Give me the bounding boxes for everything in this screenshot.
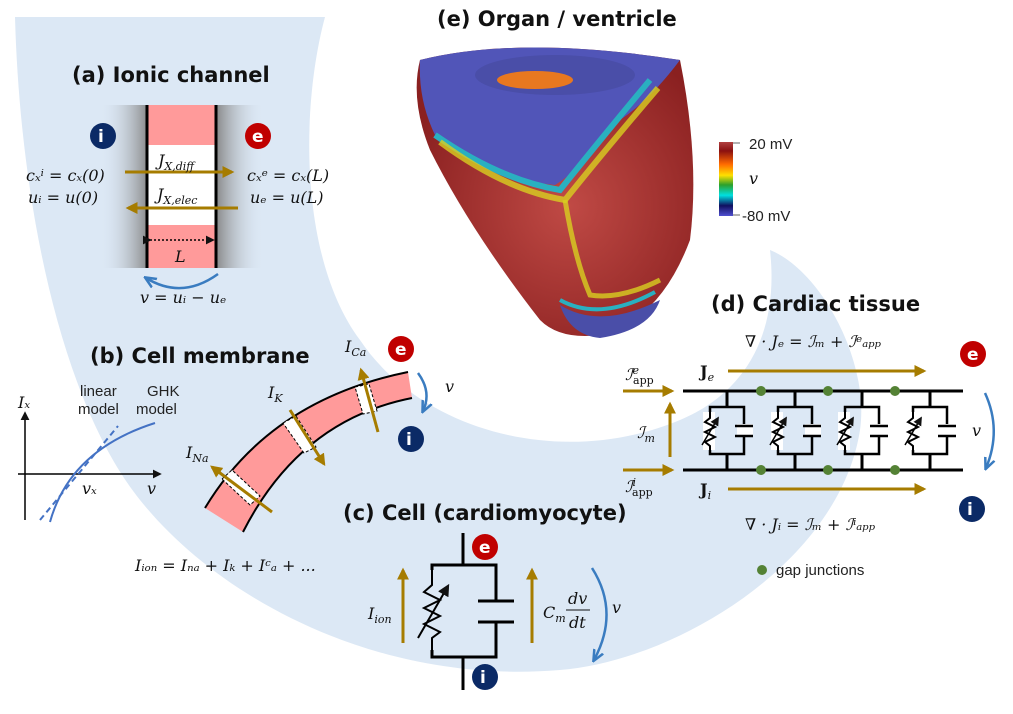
je-label: Je xyxy=(698,362,715,384)
panel-cell-membrane: (b) Cell membrane Iₓ v vₓ linear model G… xyxy=(17,336,454,575)
panel-cell: (c) Cell (cardiomyocyte) Iion Cm dv dt v… xyxy=(343,501,627,690)
gap-junctions xyxy=(756,386,900,475)
voltage-label: v xyxy=(612,598,621,617)
na-current-label: INa xyxy=(185,443,209,465)
intracellular-eq: ∇ · Jᵢ = ℐₘ + ℐⁱₐₚₚ xyxy=(745,515,876,534)
linear-model-label: linear xyxy=(80,383,117,400)
ji-label: Ji xyxy=(698,480,711,502)
reversal-potential-label: vₓ xyxy=(82,479,97,498)
ghk-model-curve xyxy=(49,422,156,523)
dv-label: dv xyxy=(568,589,587,608)
k-channel xyxy=(282,415,317,454)
j-diff-label: JX,diff xyxy=(155,151,196,173)
voltage-arrow xyxy=(590,567,608,660)
ca-current-arrow xyxy=(357,367,380,433)
extra-concentration-eq: cₓᵉ = cₓ(L) xyxy=(247,166,329,185)
gap-junction-dot xyxy=(890,465,900,475)
tissue-cell-unit xyxy=(836,391,888,470)
ghk-model-label-2: model xyxy=(136,401,177,418)
membrane-current-label: ℐm xyxy=(637,423,655,445)
voltage-arrow xyxy=(983,392,994,468)
linear-model-label-2: model xyxy=(78,401,119,418)
badge-label: i xyxy=(480,668,486,688)
k-current-arrow xyxy=(288,409,326,467)
length-label: L xyxy=(174,247,186,266)
capacitive-current-label: Cm xyxy=(543,603,566,625)
voltage-label: v xyxy=(972,421,981,440)
extra-potential-eq: uₑ = u(L) xyxy=(250,188,324,207)
gap-junction-dot xyxy=(823,465,833,475)
membrane-arc xyxy=(205,372,412,532)
voltage-eq: v = uᵢ − uₑ xyxy=(140,288,226,307)
extracellular-eq: ∇ · Jₑ = ℐₘ + ℐᵉₐₚₚ xyxy=(745,332,882,351)
intracellular-badge-label: i xyxy=(98,127,104,147)
gap-junction-legend-icon xyxy=(757,565,767,575)
voltage-label: v xyxy=(445,377,454,396)
tissue-cell-unit xyxy=(904,391,956,470)
na-current-arrow xyxy=(210,465,273,514)
ventricle-rendering xyxy=(416,47,694,338)
voltage-arrow xyxy=(416,372,427,411)
gap-junction-legend-label: gap junctions xyxy=(776,562,864,579)
intracellular-badge xyxy=(90,123,116,149)
colorbar-min-label: -80 mV xyxy=(742,208,790,225)
gap-junction-dot xyxy=(823,386,833,396)
colorbar-variable-label: v xyxy=(749,169,758,188)
channel-pore xyxy=(147,145,216,225)
gap-junction-dot xyxy=(756,465,766,475)
extracellular-badge xyxy=(388,336,414,362)
intracellular-badge xyxy=(398,426,424,452)
ghk-model-label: GHK xyxy=(147,383,180,400)
extracellular-badge xyxy=(245,123,271,149)
gap-junction-dot xyxy=(890,386,900,396)
intracellular-badge xyxy=(472,664,498,690)
j-elec-label: JX,elec xyxy=(154,185,197,207)
resistor-variable-arrow xyxy=(417,583,450,639)
badge-label: e xyxy=(479,538,491,558)
panel-b-title: (b) Cell membrane xyxy=(90,344,310,368)
dt-label: dt xyxy=(569,613,586,632)
extracellular-badge xyxy=(960,341,986,367)
tissue-cell-units xyxy=(701,391,956,470)
intra-potential-eq: uᵢ = u(0) xyxy=(28,188,98,207)
ca-current-label: ICa xyxy=(344,337,366,359)
panel-d-title: (d) Cardiac tissue xyxy=(711,292,920,316)
panel-ionic-channel: (a) Ionic channel L i e JX,diff JX,elec … xyxy=(26,63,329,307)
intra-concentration-eq: cₓⁱ = cₓ(0) xyxy=(26,166,105,185)
extracellular-badge-label: e xyxy=(252,127,264,147)
k-current-label: IK xyxy=(267,383,283,405)
voltage-colorbar xyxy=(719,142,733,216)
ion-current-label: Iion xyxy=(367,604,392,626)
linear-model-curve xyxy=(39,425,119,521)
tissue-cell-unit xyxy=(701,391,753,470)
colorbar-max-label: 20 mV xyxy=(749,136,792,153)
panel-a-title: (a) Ionic channel xyxy=(72,63,270,87)
extracellular-badge xyxy=(472,534,498,560)
badge-label: e xyxy=(967,345,979,365)
badge-label: e xyxy=(395,340,407,360)
badge-label: i xyxy=(406,430,412,450)
panel-e-title: (e) Organ / ventricle xyxy=(437,7,677,31)
panel-cardiac-tissue: (d) Cardiac tissue ∇ · Jₑ = ℐₘ + ℐᵉₐₚₚ ∇… xyxy=(623,292,994,579)
panel-ventricle: (e) Organ / ventricle 20 mV v -80 mV xyxy=(416,7,792,338)
ion-current-sum: Iᵢₒₙ = Iₙₐ + Iₖ + Iᶜₐ + ... xyxy=(134,556,316,575)
panel-c-title: (c) Cell (cardiomyocyte) xyxy=(343,501,627,525)
badge-label: i xyxy=(967,500,973,520)
iv-x-label: v xyxy=(147,479,156,498)
iv-y-label: Iₓ xyxy=(17,393,30,412)
voltage-arrow xyxy=(146,272,219,290)
gap-junction-dot xyxy=(756,386,766,396)
intracellular-badge xyxy=(959,496,985,522)
tissue-cell-unit xyxy=(769,391,821,470)
